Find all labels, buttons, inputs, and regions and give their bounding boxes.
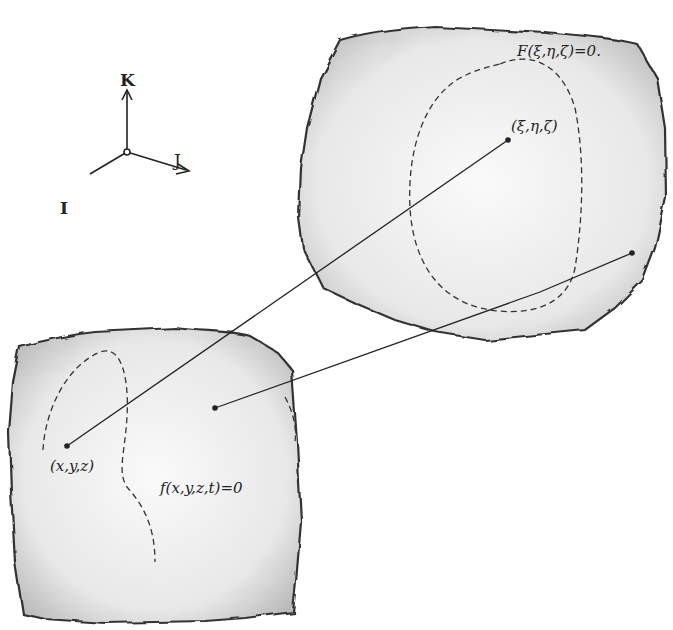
axis-label: K — [120, 72, 135, 89]
rock-body: (x,y,z) f(x,y,z,t)=0 — [5, 322, 305, 627]
surface-label: f(x,y,z,t)=0 — [160, 480, 243, 497]
axis-label: I — [60, 200, 68, 217]
rock-outline — [285, 18, 670, 348]
connecting-line — [64, 137, 511, 449]
point-label: (x,y,z) — [50, 458, 94, 475]
connecting-line — [212, 250, 635, 411]
axis-label: J — [174, 152, 181, 169]
rock-outline — [5, 322, 305, 627]
point-label: (ξ,η,ζ) — [511, 118, 558, 135]
rock-body: F(ξ,η,ζ)=0. (ξ,η,ζ) — [285, 18, 670, 348]
surface-label: F(ξ,η,ζ)=0. — [517, 43, 601, 60]
